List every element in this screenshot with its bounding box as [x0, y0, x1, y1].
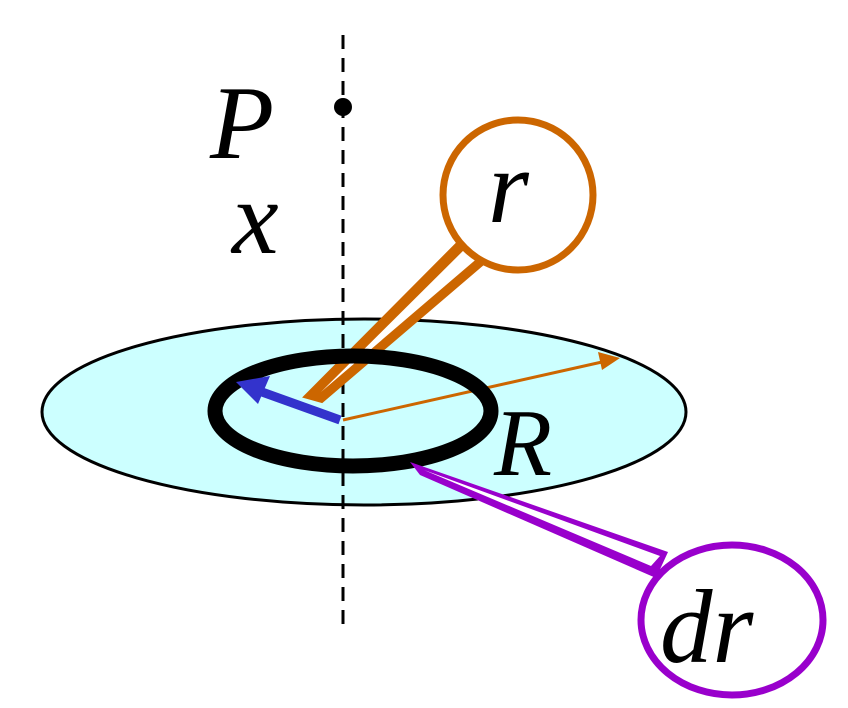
axis-distance-label: x — [230, 159, 279, 276]
ring-radius-shaft — [260, 387, 342, 425]
disk — [40, 317, 688, 507]
r-callout: r — [302, 116, 597, 404]
r-callout-label: r — [488, 128, 530, 245]
dr-callout-pointer-gap — [424, 470, 660, 566]
r-callout-bubble — [439, 116, 597, 274]
dr-callout-label: dr — [660, 568, 755, 685]
ring-radius-vector — [236, 376, 342, 425]
disk-radius-label: R — [493, 390, 552, 496]
dr-callout: dr — [410, 462, 827, 699]
dr-callout-bubble — [637, 541, 827, 699]
ring-radius-arrowhead-icon — [236, 376, 270, 404]
ring-element — [207, 348, 499, 474]
point-p-label: P — [209, 64, 274, 181]
disk-radius-arrowhead-icon — [598, 352, 620, 370]
point-p-dot — [334, 98, 352, 116]
